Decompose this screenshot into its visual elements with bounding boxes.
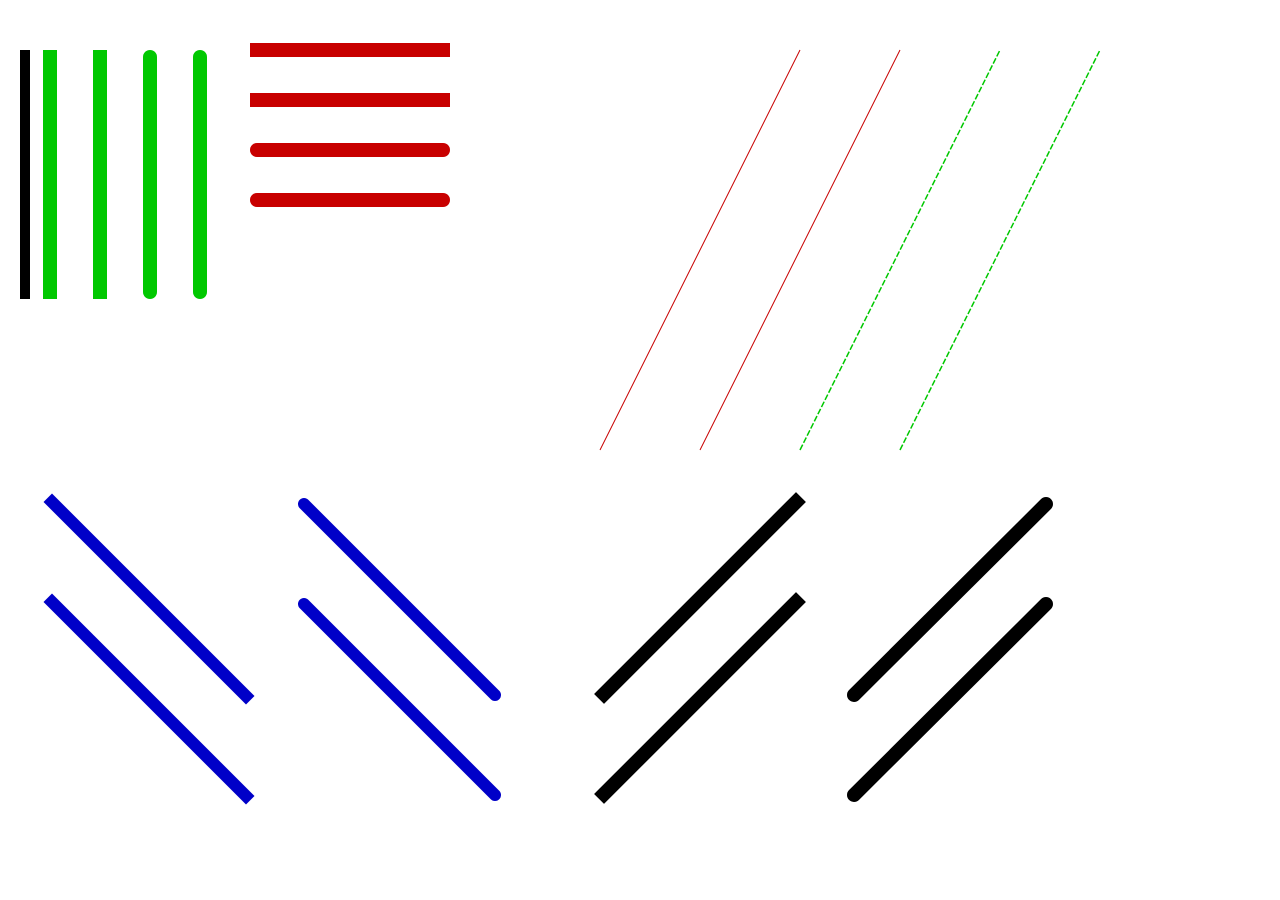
blue-diagonal-round-2 (298, 598, 501, 801)
black-diagonal-lines-group (594, 492, 1053, 804)
thin-diagonal-red-2 (699, 49, 901, 451)
black-diagonal-round-1 (847, 497, 1053, 702)
thin-diagonal-lines-group (599, 49, 1101, 451)
vertical-lines-group (20, 50, 207, 299)
thin-diagonal-green-dashed-1 (799, 49, 1001, 451)
black-diagonal-square-1 (594, 492, 806, 704)
blue-diagonal-square-2 (43, 593, 255, 805)
thin-diagonal-green-dashed-2 (899, 49, 1101, 451)
blue-diagonal-round-1 (298, 498, 501, 701)
horizontal-lines-group (250, 43, 450, 207)
blue-diagonal-lines-group (43, 493, 501, 805)
blue-diagonal-square-1 (43, 493, 255, 705)
thin-diagonal-red-1 (599, 49, 801, 451)
black-diagonal-round-2 (847, 597, 1053, 802)
black-diagonal-square-2 (594, 592, 806, 804)
